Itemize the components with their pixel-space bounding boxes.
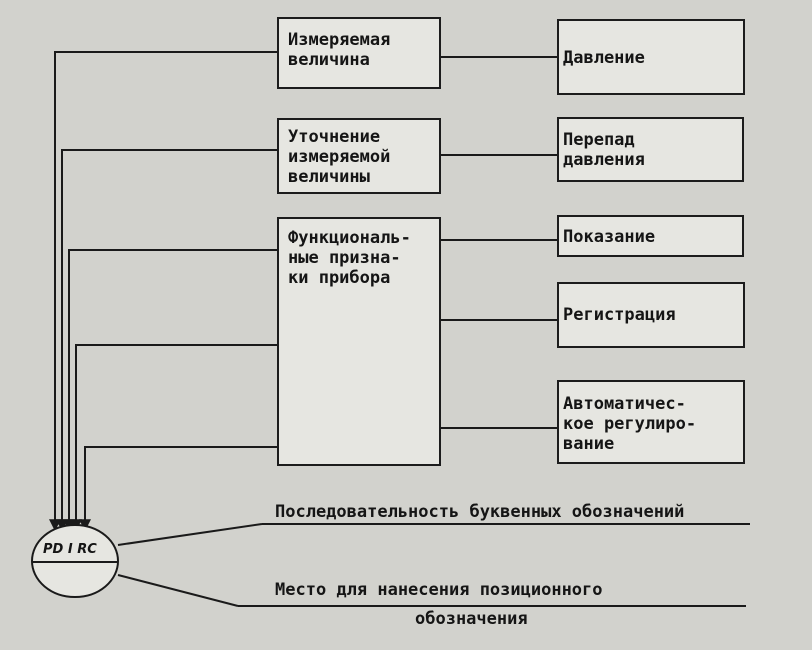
block-indication	[557, 215, 744, 257]
arrow-refinement	[56, 149, 277, 532]
block-functional	[277, 217, 441, 466]
letter-sequence-label: Последовательность буквенных обозначений	[275, 502, 685, 522]
position-place-label-2: обозначения	[415, 609, 528, 629]
leader-top	[117, 523, 263, 546]
block-pressure-diff	[557, 117, 744, 182]
position-place-label-1: Место для нанесения позиционного	[275, 580, 603, 600]
block-auto-regulation	[557, 380, 745, 464]
arrow-regulation	[79, 446, 277, 532]
arrow-measured	[49, 51, 277, 532]
block-refinement	[277, 118, 441, 194]
block-indication-text: Показание	[563, 227, 656, 247]
block-pressure-diff-text: Перепад давления	[563, 130, 645, 170]
block-registration	[557, 282, 745, 348]
block-measured-value-text: Измеряемая величина	[288, 30, 391, 70]
block-auto-regulation-text: Автоматичес- кое регулиро- вание	[563, 394, 697, 454]
block-registration-text: Регистрация	[563, 305, 676, 325]
arrow-indication	[63, 249, 277, 532]
block-pressure	[557, 19, 745, 95]
block-refinement-text: Уточнение измеряемой величины	[288, 127, 391, 187]
arrow-registration	[70, 344, 277, 532]
block-pressure-text: Давление	[563, 48, 645, 68]
block-measured-value	[277, 17, 441, 89]
bubble-code: PD I RC	[43, 542, 97, 557]
block-functional-text: Функциональ- ные призна- ки прибора	[288, 228, 411, 288]
leader-bottom	[117, 574, 239, 607]
